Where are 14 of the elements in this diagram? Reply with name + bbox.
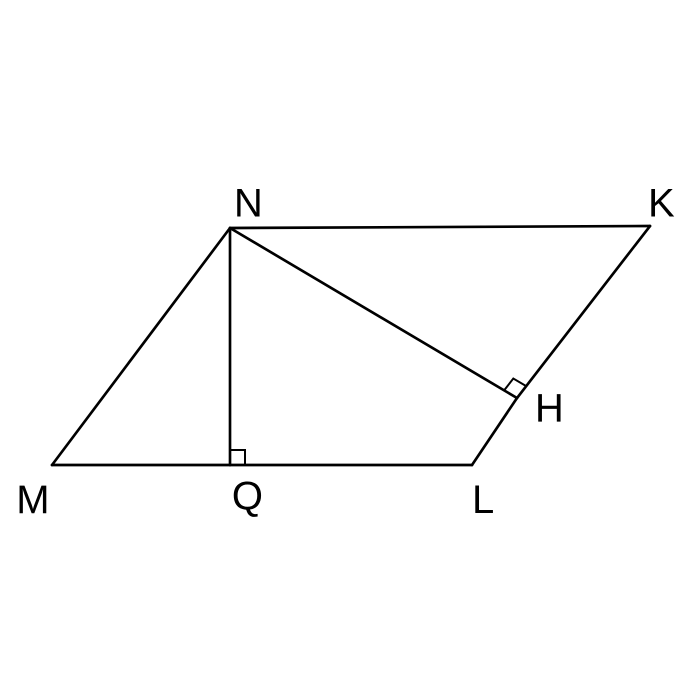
line-segment xyxy=(228,224,652,230)
line-segment xyxy=(50,464,232,466)
line-segment xyxy=(516,224,652,400)
vertex-label: N xyxy=(237,188,260,216)
vertex-label: K xyxy=(651,188,674,216)
line-segment xyxy=(50,226,232,466)
line-segment xyxy=(228,226,518,400)
vertex-label: H xyxy=(538,394,561,422)
line-segment xyxy=(228,464,474,466)
vertex-label: L xyxy=(475,486,493,514)
line-segment xyxy=(470,396,518,466)
line-segment xyxy=(228,226,232,466)
vertex-label: Q xyxy=(234,481,262,517)
vertex-label: M xyxy=(20,486,46,514)
